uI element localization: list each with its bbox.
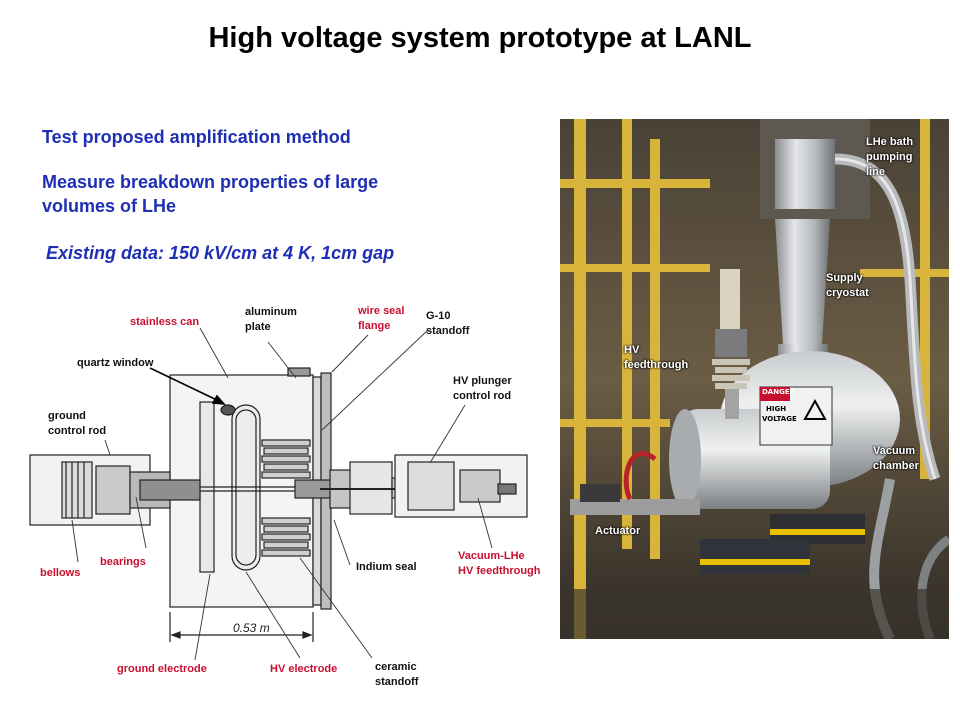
bullet-breakdown-line2: volumes of LHe bbox=[42, 196, 177, 216]
label-ground-rod-1: ground bbox=[48, 410, 86, 422]
slide-title: High voltage system prototype at LANL bbox=[208, 22, 752, 54]
label-hv-electrode: HV electrode bbox=[270, 663, 338, 675]
photo-label-vacuum-2: chamber bbox=[873, 460, 919, 472]
bullet-breakdown-line1: Measure breakdown properties of large bbox=[42, 172, 379, 192]
label-hv-plunger-1: HV plunger bbox=[453, 375, 512, 387]
label-wire-seal-1: wire seal bbox=[358, 305, 405, 317]
photo-label-vacuum-1: Vacuum bbox=[873, 445, 916, 457]
label-bellows: bellows bbox=[40, 567, 81, 579]
photo-label-lhe-bath-3: line bbox=[866, 166, 885, 178]
label-ceramic-2: standoff bbox=[375, 676, 419, 688]
bullet-amplification: Test proposed amplification method bbox=[42, 127, 351, 147]
label-vacuum-lhe-2: HV feedthrough bbox=[458, 565, 541, 577]
label-ceramic-1: ceramic bbox=[375, 661, 417, 673]
label-aluminum-plate-1: aluminum bbox=[245, 306, 297, 318]
label-dimension: 0.53 m bbox=[233, 621, 270, 635]
bullet-existing-data: Existing data: 150 kV/cm at 4 K, 1cm gap bbox=[46, 243, 395, 263]
quartz-window-shape bbox=[220, 404, 236, 416]
danger-sign-text-3: VOLTAGE bbox=[762, 415, 797, 423]
label-bearings: bearings bbox=[100, 556, 146, 568]
label-indium-seal: Indium seal bbox=[356, 561, 417, 573]
ceramic-standoff-lower bbox=[261, 517, 311, 557]
danger-sign-text-2: HIGH bbox=[766, 405, 787, 413]
photo-label-hv-ft-2: feedthrough bbox=[624, 359, 689, 371]
label-aluminum-plate-2: plate bbox=[245, 321, 271, 333]
label-quartz-window: quartz window bbox=[77, 357, 154, 369]
label-vacuum-lhe-1: Vacuum-LHe bbox=[458, 550, 525, 562]
photo-label-lhe-bath-2: pumping bbox=[866, 151, 913, 163]
photo-label-supply-1: Supply bbox=[826, 272, 863, 284]
label-ground-rod-2: control rod bbox=[48, 425, 107, 437]
label-g10-1: G-10 bbox=[426, 310, 451, 322]
photo-label-lhe-bath-1: LHe bath bbox=[866, 136, 914, 148]
label-wire-seal-2: flange bbox=[358, 320, 391, 332]
label-g10-2: standoff bbox=[426, 325, 470, 337]
photo-label-hv-ft-1: HV bbox=[624, 344, 640, 356]
apparatus-diagram bbox=[29, 327, 528, 661]
photo-label-supply-2: cryostat bbox=[826, 287, 869, 299]
label-ground-electrode: ground electrode bbox=[117, 663, 207, 675]
apparatus-photo: LHe bath pumping line Supply cryostat HV… bbox=[560, 119, 949, 639]
photo-label-actuator: Actuator bbox=[595, 525, 641, 537]
danger-sign-text-1: DANGER bbox=[762, 388, 796, 396]
label-stainless-can: stainless can bbox=[130, 316, 200, 328]
ceramic-standoff-upper bbox=[261, 439, 311, 479]
label-hv-plunger-2: control rod bbox=[453, 390, 512, 402]
